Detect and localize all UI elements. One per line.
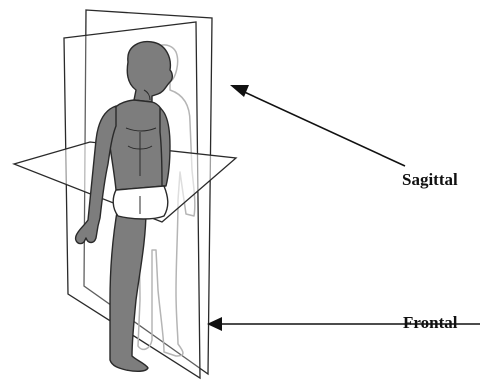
- sagittal-arrow-line: [240, 90, 405, 166]
- frontal-label: Frontal: [403, 313, 457, 333]
- sagittal-label: Sagittal: [402, 170, 458, 190]
- sagittal-arrowhead: [230, 85, 249, 97]
